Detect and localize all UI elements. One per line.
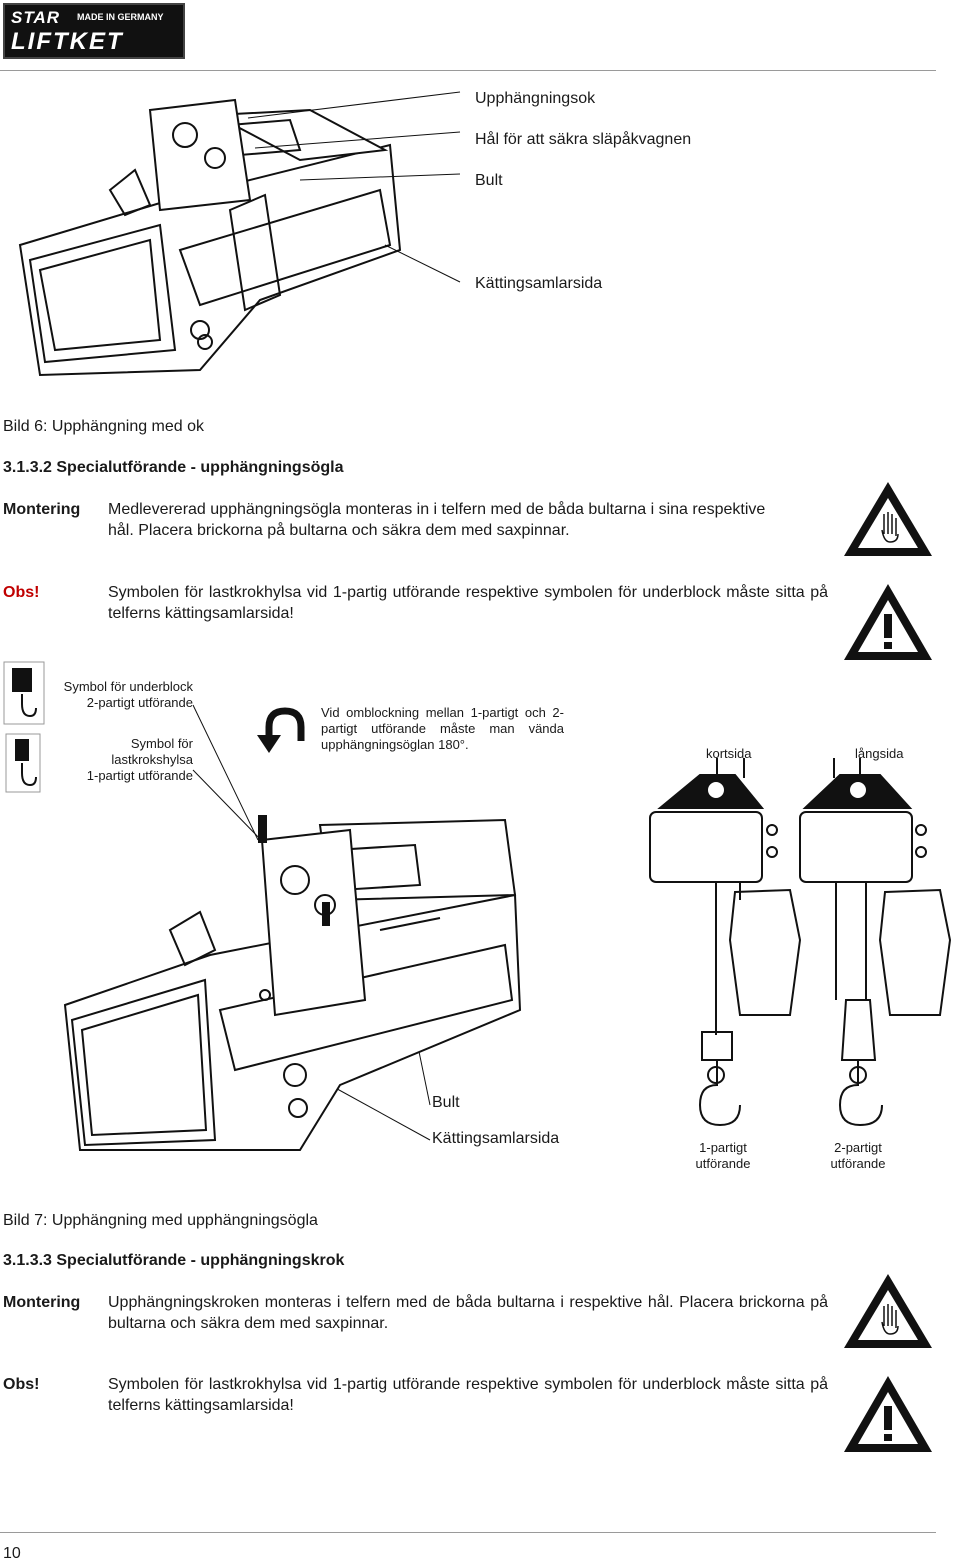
figure6-label-bult: Bult (475, 172, 503, 189)
lastkrokshylsa-symbol-icon (5, 733, 41, 793)
figure7-caption: Bild 7: Upphängning med upphängningsögla (3, 1212, 318, 1229)
hand-warning-icon (844, 482, 932, 556)
exclamation-warning-icon (844, 584, 932, 660)
one-part-line1: 1-partigt (699, 1140, 747, 1155)
figure6-caption: Bild 6: Upphängning med ok (3, 418, 205, 435)
hand-warning-icon-2 (844, 1274, 932, 1348)
two-part-label: 2-partigt utförande (815, 1140, 901, 1172)
omblockning-text: Vid omblockning mellan 1-partigt och 2-p… (321, 705, 564, 752)
symbol-lastkrok-label: Symbol för lastkrokshylsa 1-partigt utfö… (40, 736, 193, 784)
section-3133-montering-text: Upphängningskroken monteras i telfern me… (108, 1294, 828, 1332)
figure6-label-hal: Hål för att säkra släpåkvagnen (475, 131, 692, 148)
logo-liftket-text: LIFTKET (11, 28, 124, 55)
brand-logo: STAR MADE IN GERMANY LIFTKET (3, 3, 185, 59)
figure7-bult-label: Bult (432, 1094, 460, 1111)
figure6-label-upphangningsok: Upphängningsok (475, 90, 596, 107)
one-part-label: 1-partigt utförande (680, 1140, 766, 1172)
section-3132-montering-label: Montering (3, 501, 81, 518)
langsida-label: långsida (855, 746, 904, 761)
logo-star-text: STAR (11, 8, 61, 27)
section-3133-montering-label: Montering (3, 1294, 81, 1311)
rotate-arrow-icon (257, 707, 305, 753)
section-3133-heading: 3.1.3.3 Specialutförande - upphängningsk… (3, 1252, 345, 1269)
one-part-line2: utförande (695, 1156, 751, 1171)
symbol-lastkrok-line2: lastkrokshylsa (111, 752, 193, 767)
figure7-kattingsamlarsida-label: Kättingsamlarsida (432, 1130, 560, 1147)
footer-rule (0, 1532, 936, 1533)
logo-made-in-text: MADE IN GERMANY (77, 12, 164, 22)
exclamation-warning-icon-2 (844, 1376, 932, 1452)
header-rule (0, 70, 936, 71)
two-part-line2: utförande (830, 1156, 886, 1171)
two-part-line1: 2-partigt (834, 1140, 882, 1155)
figure6-hoist-drawing (18, 91, 461, 377)
section-3132-montering-text: Medlevererad upphängningsögla monteras i… (108, 501, 766, 539)
symbol-lastkrok-line1: Symbol för (130, 736, 193, 751)
section-3132-obs-text: Symbolen för lastkrokhylsa vid 1-partig … (108, 584, 828, 622)
kortsida-label: kortsida (706, 746, 752, 761)
page-number: 10 (3, 1545, 21, 1562)
underblock-symbol-icon (3, 661, 45, 725)
figure6-label-kattingsamlarsida: Kättingsamlarsida (475, 275, 603, 292)
symbol-underblock-label: Symbol för underblock 2-partigt utförand… (40, 679, 193, 711)
section-3132-heading: 3.1.3.2 Specialutförande - upphängningsö… (3, 459, 344, 476)
section-3132-obs-label: Obs! (3, 584, 40, 601)
section-3133-obs-text: Symbolen för lastkrokhylsa vid 1-partig … (108, 1376, 828, 1414)
section-3133-obs-label: Obs! (3, 1376, 40, 1393)
symbol-underblock-line1: Symbol för underblock (63, 679, 193, 694)
symbol-underblock-line2: 2-partigt utförande (86, 695, 193, 710)
symbol-lastkrok-line3: 1-partigt utförande (86, 768, 193, 783)
